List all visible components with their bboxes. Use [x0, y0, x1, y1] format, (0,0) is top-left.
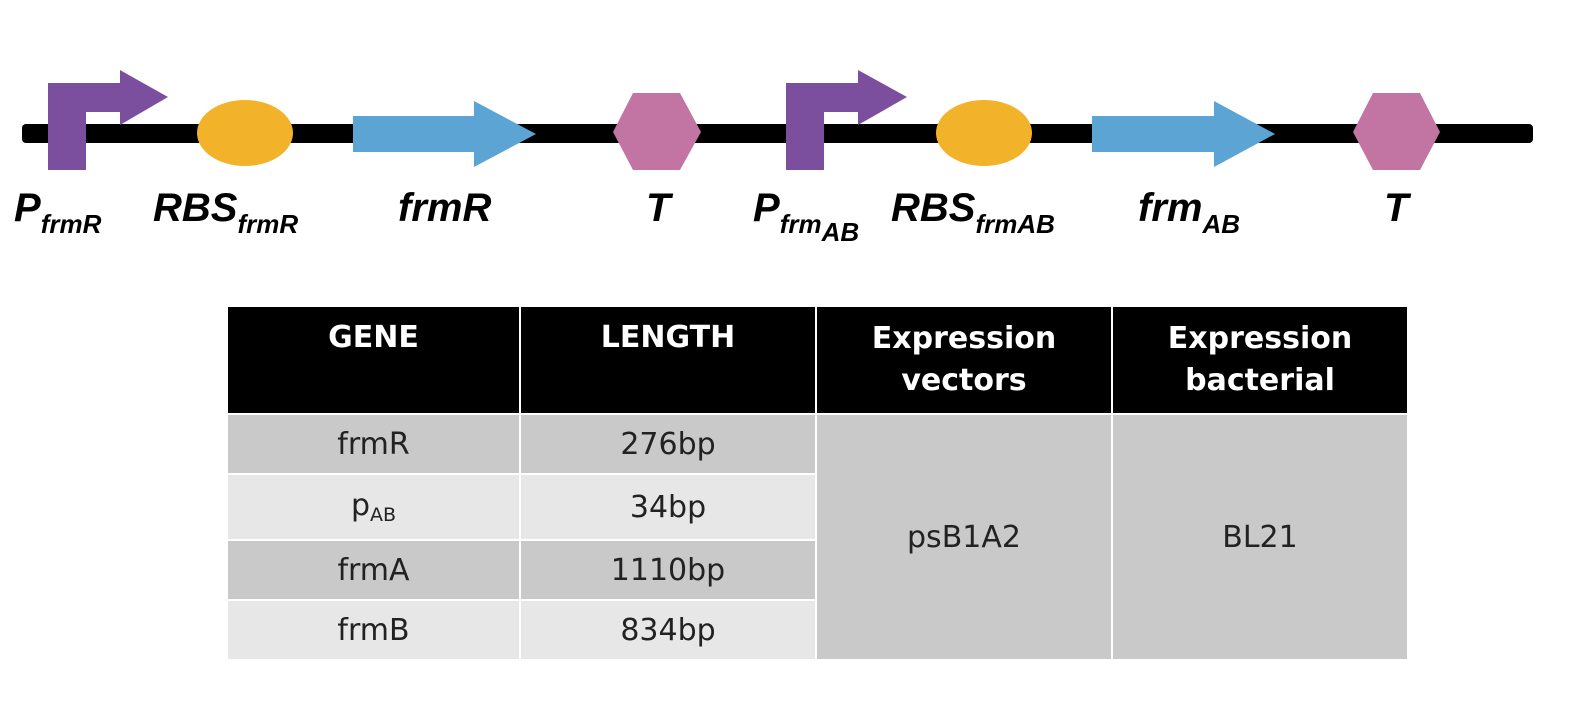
- promoter-frmR-icon: [48, 70, 168, 170]
- label-sub: AB: [1202, 209, 1241, 239]
- length-cell: 276bp: [519, 413, 817, 475]
- terminator-1-icon: [613, 93, 701, 170]
- label-terminator-1: T: [646, 188, 670, 228]
- label-main: P: [753, 186, 780, 230]
- label-main: RBS: [891, 186, 976, 230]
- length-cell: 1110bp: [519, 539, 817, 601]
- label-sub: frmAB: [975, 209, 1055, 239]
- genetic-construct: PfrmR RBSfrmR frmR T PfrmAB RBSfrmAB frm…: [0, 0, 1585, 260]
- terminator-2-icon: [1353, 93, 1440, 170]
- header-expression-vectors: Expression vectors: [815, 305, 1113, 415]
- expression-vector-cell: psB1A2: [815, 413, 1113, 661]
- label-sub: frmR: [40, 209, 102, 239]
- label-promoter-frmR: PfrmR: [14, 188, 101, 237]
- gene-cell: frmB: [226, 599, 521, 661]
- header-bacterial-line2: bacterial: [1185, 363, 1335, 398]
- header-expression-bacterial: Expression bacterial: [1111, 305, 1409, 415]
- label-main: T: [646, 186, 671, 230]
- label-sub: frmR: [237, 209, 299, 239]
- table-header-row: GENE LENGTH Expression vectors Expressio…: [226, 305, 1409, 415]
- header-length: LENGTH: [519, 305, 817, 415]
- label-main: RBS: [153, 186, 238, 230]
- label-main: frm: [1138, 186, 1203, 230]
- header-bacterial-line1: Expression: [1167, 321, 1353, 356]
- header-gene-label: GENE: [328, 320, 419, 355]
- label-main: P: [14, 186, 41, 230]
- table-row: frmB 834bp: [226, 599, 1408, 661]
- label-main: frmR: [398, 186, 492, 230]
- label-sub2: AB: [821, 217, 860, 247]
- cds-frmR-icon: [353, 101, 536, 167]
- label-cds-frmR: frmR: [398, 188, 491, 228]
- promoter-frmAB-icon: [786, 70, 907, 170]
- rbs-frmR-icon: [197, 100, 293, 166]
- length-cell: 834bp: [519, 599, 817, 661]
- header-gene: GENE: [226, 305, 521, 415]
- table-row: pAB 34bp: [226, 473, 1408, 541]
- label-promoter-frmAB: PfrmAB: [753, 188, 859, 245]
- header-vectors-line1: Expression: [871, 321, 1057, 356]
- label-terminator-2: T: [1384, 188, 1408, 228]
- header-length-label: LENGTH: [600, 320, 736, 355]
- label-sub: frm: [779, 209, 822, 239]
- rbs-frmAB-icon: [936, 100, 1032, 166]
- label-rbs-frmR: RBSfrmR: [153, 188, 298, 237]
- gene-sub: AB: [370, 504, 397, 526]
- cds-frmAB-icon: [1092, 101, 1275, 167]
- header-vectors-line2: vectors: [901, 363, 1027, 398]
- table-row: frmR 276bp psB1A2 BL21: [226, 413, 1409, 661]
- label-cds-frmAB: frmAB: [1138, 188, 1240, 237]
- parts-table: GENE LENGTH Expression vectors Expressio…: [226, 305, 1409, 661]
- expression-bacterial-cell: BL21: [1111, 413, 1409, 661]
- table-row: frmA 1110bp: [226, 539, 1408, 601]
- gene-cell: frmA: [226, 539, 521, 601]
- label-rbs-frmAB: RBSfrmAB: [891, 188, 1055, 237]
- gene-main: p: [350, 488, 370, 523]
- gene-cell: pAB: [226, 473, 521, 541]
- construct-diagram: [22, 70, 1533, 170]
- gene-cell: frmR: [226, 413, 521, 475]
- length-cell: 34bp: [519, 473, 817, 541]
- label-main: T: [1384, 186, 1409, 230]
